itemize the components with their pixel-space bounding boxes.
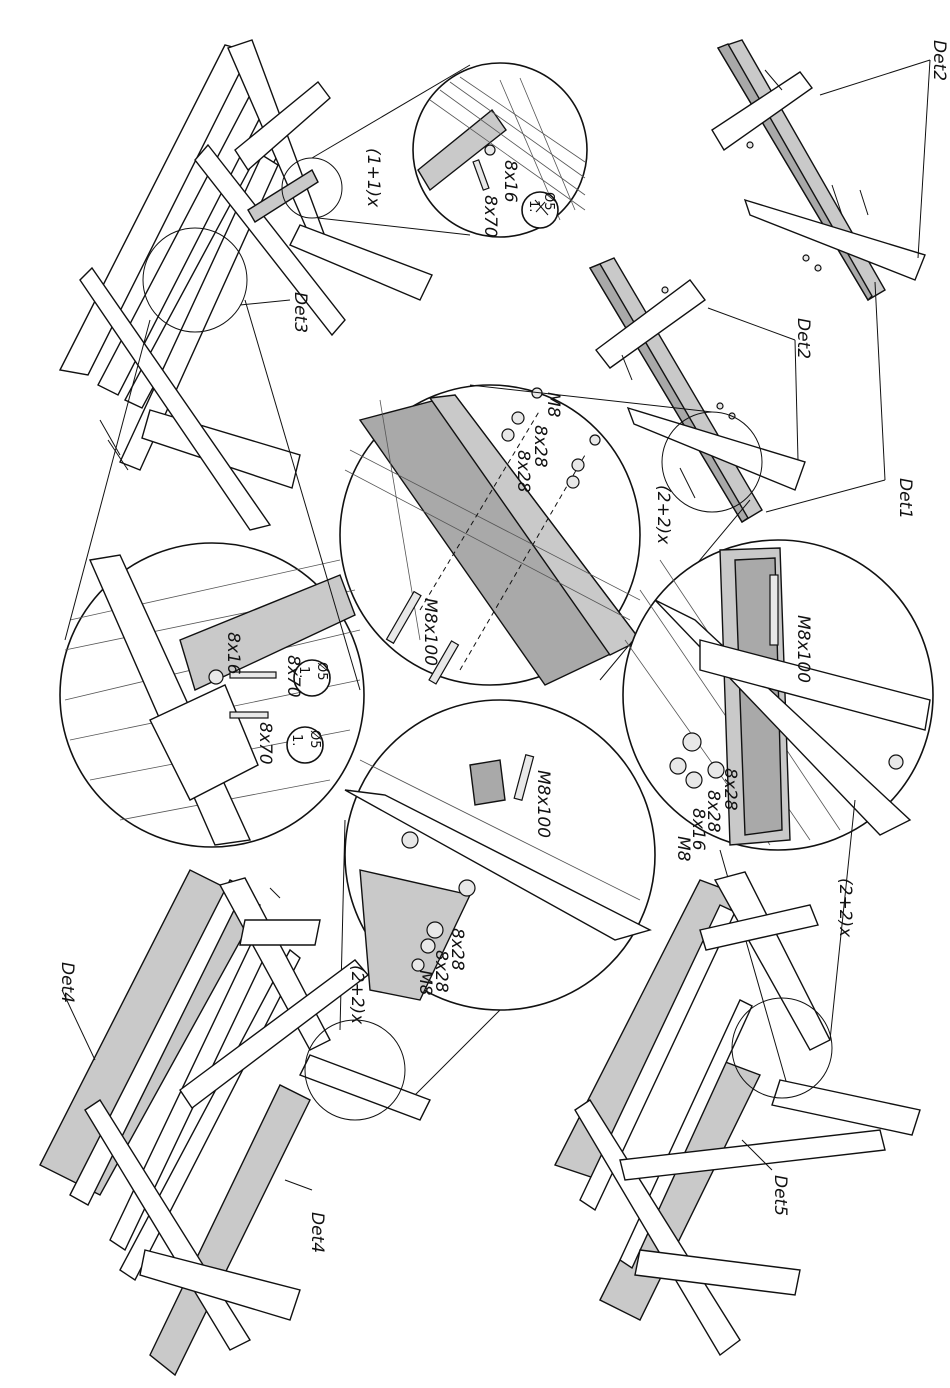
detail-circle-right (623, 540, 933, 850)
callout-left-screw-a: 8x16 (223, 632, 243, 675)
callout-left-drill-a: Ø5 (314, 662, 329, 681)
callout-lower-bolt: M8x100 (533, 770, 553, 838)
callout-left-screw-c: 8x70 (255, 722, 275, 765)
callout-top-drill: Ø5 (541, 192, 556, 211)
callout-left-drill-b: Ø5 (307, 730, 322, 749)
detail-circle-left (60, 543, 364, 847)
callout-right-bolt: M8x100 (793, 615, 813, 683)
quantity-label-2-2-c: (2+2)x (835, 878, 855, 938)
quantity-label-2-2-b: (2+2)x (347, 965, 367, 1025)
det5-label: Det5 (770, 1175, 790, 1216)
callout-left-step-a: 1. (296, 666, 311, 678)
callout-left-step-b: 1. (289, 734, 304, 746)
callout-center-nut: M8 (543, 392, 563, 418)
det4-bottom-label: Det4 (307, 1212, 327, 1253)
quantity-label-1-1: (1+1)x (363, 148, 383, 208)
callout-top-screw-a: 8x16 (500, 160, 520, 203)
detail-circle-center (340, 385, 640, 685)
callout-lower-nut: M8 (415, 970, 435, 996)
callout-center-bolt: M8x100 (420, 598, 440, 666)
callout-center-washer-b: 8x28 (513, 450, 533, 493)
det3-label: Det3 (290, 292, 310, 333)
quantity-label-2-2-a: (2+2)x (653, 485, 673, 545)
det1-label: Det1 (895, 478, 915, 519)
callout-top-step: 1. (526, 200, 541, 212)
detail-circle-lower (345, 700, 655, 1010)
leg-assembly-top-right (712, 40, 925, 300)
det4-top-label: Det4 (57, 962, 77, 1003)
callout-top-screw-b: 8x70 (480, 195, 500, 238)
det2-middle-label: Det2 (793, 318, 813, 359)
det2-top-label: Det2 (929, 40, 949, 81)
callout-right-nut: M8 (673, 836, 693, 862)
